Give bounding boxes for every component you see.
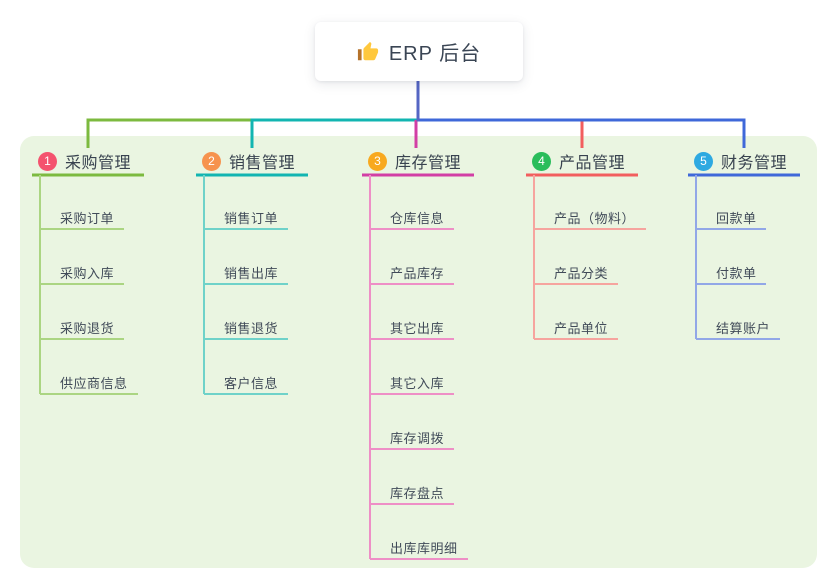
root-node-label: ERP 后台 — [388, 43, 482, 65]
child-node-inventory-1[interactable]: 产品库存 — [390, 266, 445, 281]
child-node-inventory-5[interactable]: 库存盘点 — [390, 486, 445, 501]
thumbs-up-glyph — [357, 48, 362, 60]
branch-label-purchase: 采购管理 — [65, 155, 132, 172]
child-node-purchase-1[interactable]: 采购入库 — [60, 266, 115, 281]
branch-node-product[interactable]: 4 产品管理 — [532, 150, 625, 172]
branch-badge-product: 4 — [532, 151, 551, 171]
child-node-inventory-2[interactable]: 其它出库 — [390, 321, 445, 336]
branch-node-purchase[interactable]: 1 采购管理 — [38, 150, 131, 172]
branch-label-inventory: 库存管理 — [395, 155, 462, 172]
child-node-purchase-0[interactable]: 采购订单 — [60, 211, 115, 226]
branch-badge-finance: 5 — [694, 151, 713, 171]
child-node-sales-1[interactable]: 销售出库 — [224, 266, 279, 281]
child-node-inventory-4[interactable]: 库存调拨 — [390, 431, 445, 446]
child-node-inventory-6[interactable]: 出库库明细 — [390, 541, 458, 556]
branch-badge-sales: 2 — [202, 151, 221, 171]
branch-label-sales: 销售管理 — [229, 155, 296, 172]
branch-badge-purchase: 1 — [38, 151, 57, 171]
child-node-sales-2[interactable]: 销售退货 — [224, 321, 279, 336]
branch-label-product: 产品管理 — [559, 155, 626, 172]
child-node-purchase-3[interactable]: 供应商信息 — [60, 376, 128, 391]
root-node[interactable]: ERP 后台 — [315, 22, 523, 81]
child-node-product-1[interactable]: 产品分类 — [554, 266, 609, 281]
edge-root-to-finance — [418, 118, 746, 148]
child-node-product-2[interactable]: 产品单位 — [554, 321, 609, 336]
branch-node-inventory[interactable]: 3 库存管理 — [368, 150, 461, 172]
branch-node-sales[interactable]: 2 销售管理 — [202, 150, 295, 172]
branch-node-finance[interactable]: 5 财务管理 — [694, 150, 787, 172]
child-node-inventory-3[interactable]: 其它入库 — [390, 376, 445, 391]
child-node-purchase-2[interactable]: 采购退货 — [60, 321, 115, 336]
child-node-finance-1[interactable]: 付款单 — [716, 266, 757, 281]
child-node-product-0[interactable]: 产品（物料） — [554, 211, 636, 226]
background-panel — [20, 136, 817, 568]
child-node-sales-3[interactable]: 客户信息 — [224, 376, 279, 391]
thumbs-up-icon — [357, 41, 379, 63]
branch-badge-inventory: 3 — [368, 151, 387, 171]
edge-root-to-product — [418, 118, 584, 148]
branch-label-finance: 财务管理 — [721, 155, 788, 172]
child-node-finance-2[interactable]: 结算账户 — [716, 321, 771, 336]
child-node-finance-0[interactable]: 回款单 — [716, 211, 757, 226]
edge-root-to-sales — [250, 118, 418, 148]
child-node-sales-0[interactable]: 销售订单 — [224, 211, 279, 226]
child-node-inventory-0[interactable]: 仓库信息 — [390, 211, 445, 226]
